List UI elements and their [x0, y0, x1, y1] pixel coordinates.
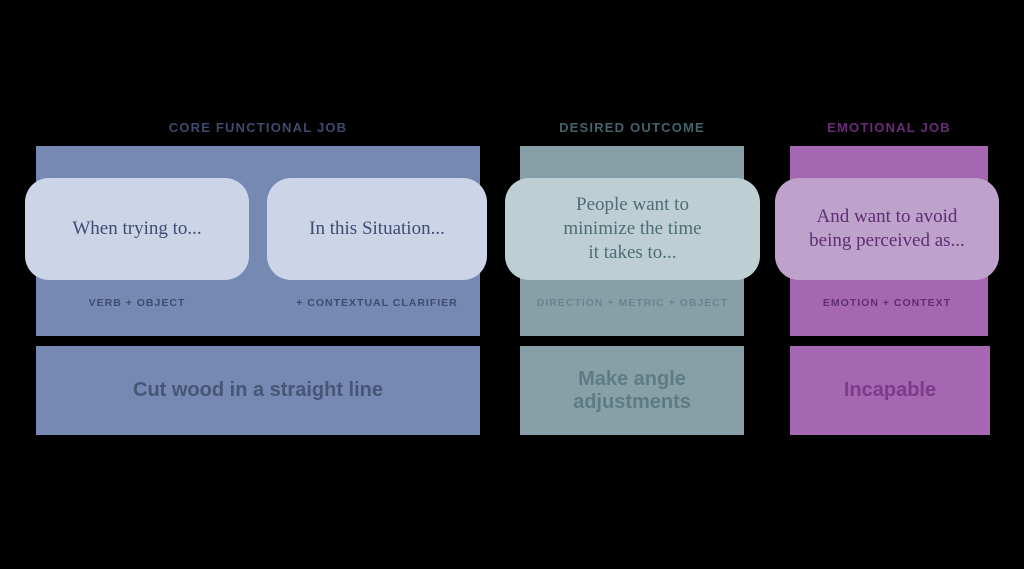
direction-metric-object-label: DIRECTION + METRIC + OBJECT: [536, 297, 729, 309]
emotion-context-label: EMOTION + CONTEXT: [822, 297, 952, 309]
core-functional-job-header: CORE FUNCTIONAL JOB: [168, 120, 348, 135]
contextual-clarifier-label: + CONTEXTUAL CLARIFIER: [296, 297, 458, 309]
people-want-to-minimize-card: People want to minimize the time it take…: [505, 178, 760, 280]
functional-job-example: Cut wood in a straight line: [36, 346, 480, 435]
avoid-being-perceived-card: And want to avoid being perceived as...: [775, 178, 999, 280]
when-trying-to-card: When trying to...: [25, 178, 249, 280]
emotional-job-header: EMOTIONAL JOB: [827, 120, 951, 135]
desired-outcome-header: DESIRED OUTCOME: [559, 120, 705, 135]
emotional-job-example: Incapable: [790, 346, 990, 435]
verb-object-label: VERB + OBJECT: [88, 297, 186, 309]
desired-outcome-example: Make angle adjustments: [520, 346, 744, 435]
in-this-situation-card: In this Situation...: [267, 178, 487, 280]
